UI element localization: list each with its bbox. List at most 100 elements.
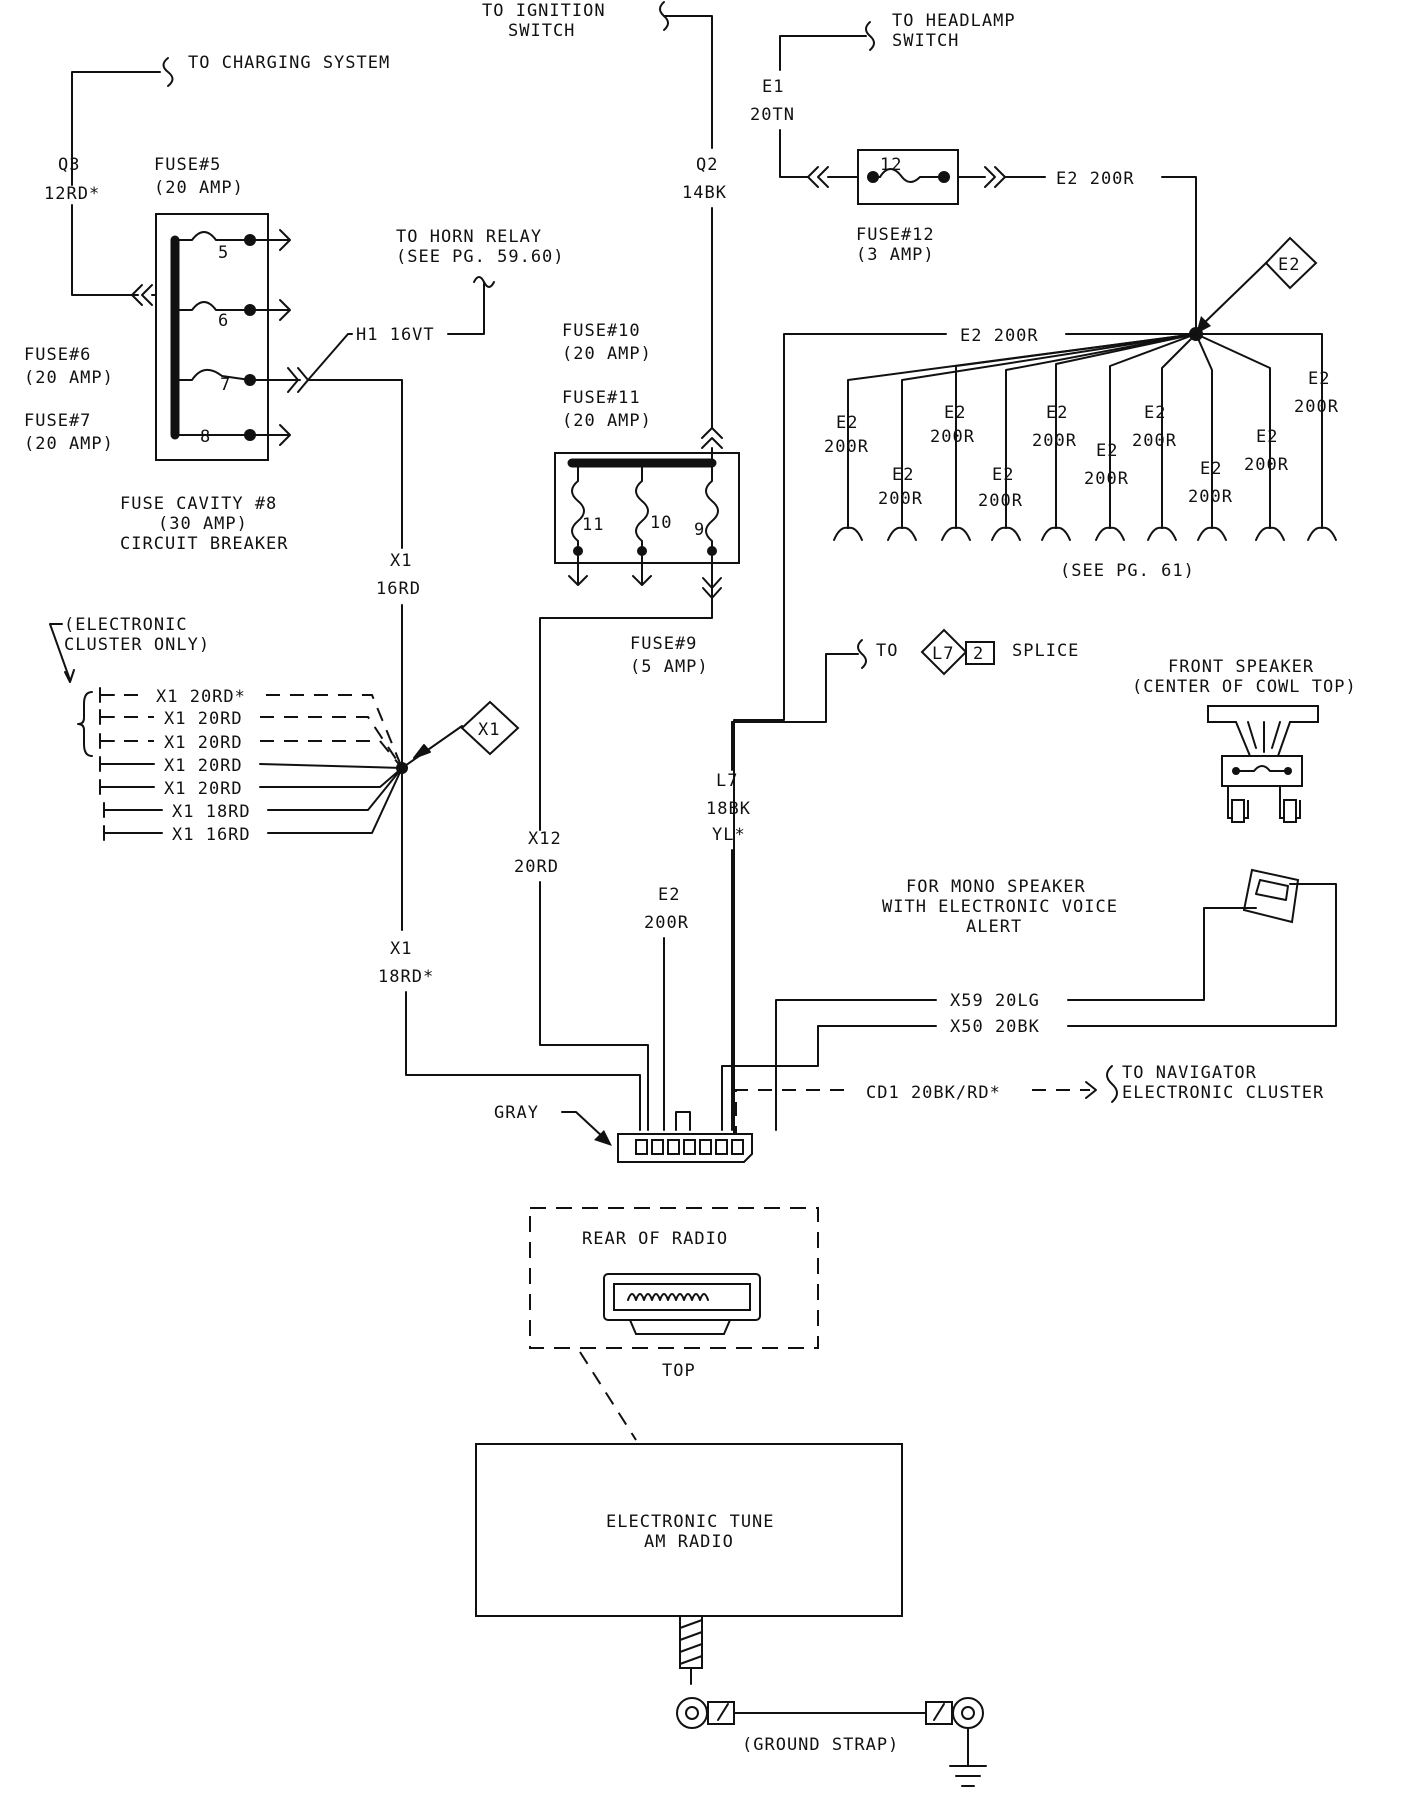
mono-speaker-label: FOR MONO SPEAKER (906, 877, 1086, 897)
cowl-top-label: (CENTER OF COWL TOP) (1132, 677, 1357, 697)
e2-branch-7-wire: 200R (1132, 431, 1177, 451)
x1-branch-7: X1 16RD (172, 825, 251, 845)
e2-branch-9-wire: 200R (1244, 455, 1289, 475)
fuse6-amp-label: (20 AMP) (24, 368, 114, 388)
e2-branch-7-tag: E2 (1144, 403, 1166, 423)
ignition-feed-fuse-block: TO IGNITION SWITCH Q2 14BK FUSE#10 (20 A… (482, 1, 740, 1131)
fuse6-label: FUSE#6 (24, 345, 91, 365)
l7-wire-label-2: YL* (712, 825, 746, 845)
e2-branch-10-wire: 200R (1294, 397, 1339, 417)
x12-label: X12 (528, 829, 562, 849)
l7-splice-tag: L7 (932, 644, 954, 664)
fuse10-label: FUSE#10 (562, 321, 641, 341)
to-charging-system-label: TO CHARGING SYSTEM (188, 53, 390, 73)
l7-wire-label-1: 18BK (706, 799, 751, 819)
gray-connector: GRAY (494, 1103, 753, 1163)
fuse7-label: FUSE#7 (24, 411, 91, 431)
cd1-navigator: CD1 20BK/RD* TO NAVIGATOR ELECTRONIC CLU… (735, 1063, 1324, 1140)
e2-200r-label-top: E2 200R (1056, 169, 1135, 189)
fuse10-amp-label: (20 AMP) (562, 344, 652, 364)
navigator-cluster-label: ELECTRONIC CLUSTER (1122, 1083, 1324, 1103)
fuse12-amp-label: (3 AMP) (856, 245, 935, 265)
ground-strap-label: (GROUND STRAP) (742, 1735, 899, 1755)
gray-connector-pins (635, 1139, 744, 1155)
to-horn-relay-label: TO HORN RELAY (396, 227, 542, 247)
e2-branch-3-wire: 200R (930, 427, 975, 447)
x12-wire-label: 20RD (514, 857, 559, 877)
am-radio: ELECTRONIC TUNE AM RADIO (475, 1443, 903, 1685)
q2-wire-label: 14BK (682, 183, 727, 203)
radio-type-label: AM RADIO (644, 1532, 734, 1552)
gray-connector-label: GRAY (494, 1103, 539, 1123)
fuse7-amp-label: (20 AMP) (24, 434, 114, 454)
see-pg-5960-label: (SEE PG. 59.60) (396, 247, 565, 267)
fuse5-label: FUSE#5 (154, 155, 221, 175)
fuse-block-5-8: FUSE#5 (20 AMP) 5 6 7 8 FUSE#6 (20 AMP) … (24, 155, 301, 554)
headlamp-feed-fuse12: TO HEADLAMP SWITCH E1 20TN 12 E2 200R FU… (750, 11, 1197, 335)
e2-branch-2-tag: E2 (892, 465, 914, 485)
x1-18rd-star-label: 18RD* (378, 967, 434, 987)
e2-mid-tag: E2 (658, 885, 680, 905)
q3-label: Q3 (58, 155, 80, 175)
top-label: TOP (662, 1361, 696, 1381)
x1-branch-2: X1 20RD (164, 709, 243, 729)
x1-branch-5: X1 20RD (164, 779, 243, 799)
front-speaker: FRONT SPEAKER (CENTER OF COWL TOP) (1132, 657, 1357, 823)
radio-name-label: ELECTRONIC TUNE (606, 1512, 775, 1532)
mono-speaker: FOR MONO SPEAKER WITH ELECTRONIC VOICE A… (721, 868, 1337, 1131)
h1-wire-label: H1 16VT (356, 325, 435, 345)
fuse5-number: 5 (218, 243, 229, 263)
fuse9-number: 9 (694, 520, 705, 540)
e2-mid-wire: 200R (644, 913, 689, 933)
e2-splice: E2 E2 200R E2 200R E2 200R E2 200R E2 20… (733, 236, 1339, 1131)
x1-label-upper: X1 (390, 551, 412, 571)
fuse-cavity-label: FUSE CAVITY #8 (120, 494, 277, 514)
to-navigator-label: TO NAVIGATOR (1122, 1063, 1257, 1083)
e2-200r-label-mid: E2 200R (960, 326, 1039, 346)
cd1-wire-label: CD1 20BK/RD* (866, 1083, 1001, 1103)
fuse9-amp-label: (5 AMP) (630, 657, 709, 677)
x1-splice-tag: X1 (478, 720, 500, 740)
e2-branch-10-tag: E2 (1308, 369, 1330, 389)
e2-branch-4-tag: E2 (992, 465, 1014, 485)
fuse6-number: 6 (218, 311, 229, 331)
x1-branch-4: X1 20RD (164, 756, 243, 776)
alert-label: ALERT (966, 917, 1022, 937)
fuse5-amp-label: (20 AMP) (154, 178, 244, 198)
fuse-cavity-amp-label: (30 AMP) (158, 514, 248, 534)
e2-branch-9-tag: E2 (1256, 427, 1278, 447)
e2-branch-8-tag: E2 (1200, 459, 1222, 479)
e2-branch-6-tag: E2 (1096, 441, 1118, 461)
e1-label: E1 (762, 77, 784, 97)
rear-of-radio: REAR OF RADIO TOP (529, 1207, 819, 1441)
splice-label: SPLICE (1012, 641, 1079, 661)
headlamp-switch-label: SWITCH (892, 31, 959, 51)
charging-system-feed: TO CHARGING SYSTEM Q3 12RD* (44, 53, 390, 306)
fuse11-amp-label: (20 AMP) (562, 411, 652, 431)
fuse10-number: 10 (650, 513, 672, 533)
e2-branch-5-tag: E2 (1046, 403, 1068, 423)
x1-branch-6: X1 18RD (172, 802, 251, 822)
e2-branch-5-wire: 200R (1032, 431, 1077, 451)
q2-label: Q2 (696, 155, 718, 175)
fuse8-number: 8 (200, 427, 211, 447)
fuse9-label: FUSE#9 (630, 634, 697, 654)
x50-wire-label: X50 20BK (950, 1017, 1040, 1037)
e2-splice-tag: E2 (1278, 255, 1300, 275)
fuse7-number: 7 (220, 375, 231, 395)
ground-strap: (GROUND STRAP) (676, 1697, 987, 1787)
fuse12-label: FUSE#12 (856, 225, 935, 245)
e2-branch-6-wire: 200R (1084, 469, 1129, 489)
electronic-cluster-only-label: (ELECTRONIC (64, 615, 188, 635)
fuse11-label: FUSE#11 (562, 388, 641, 408)
to-ignition-label: TO IGNITION (482, 1, 606, 21)
front-speaker-label: FRONT SPEAKER (1168, 657, 1314, 677)
x1-16rd-label: 16RD (376, 579, 421, 599)
x1-branch-1: X1 20RD* (156, 687, 246, 707)
e2-branch-4-wire: 200R (978, 491, 1023, 511)
ignition-switch-label: SWITCH (508, 21, 575, 41)
to-splice-label: TO (876, 641, 898, 661)
l7-label: L7 (716, 771, 738, 791)
fuse12-number: 12 (880, 155, 902, 175)
x1-splice: X1 (ELECTRONIC CLUSTER ONLY) X1 20RD* X1… (49, 615, 520, 845)
